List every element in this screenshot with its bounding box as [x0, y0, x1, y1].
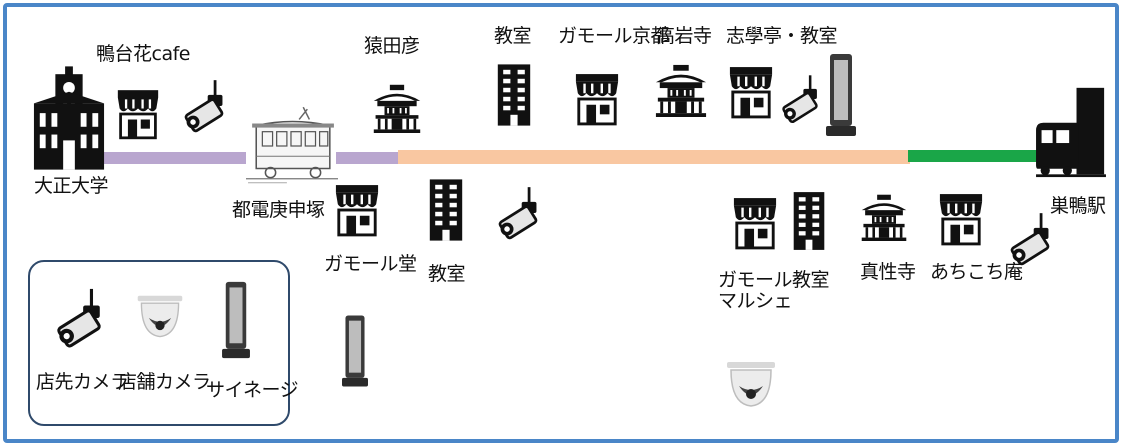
route-segment-purple-2	[336, 152, 398, 164]
label-gamall-do: ガモール堂	[324, 253, 417, 275]
temple-icon-sarutahiko	[372, 82, 422, 134]
label-classroom-2: 教室	[428, 263, 466, 285]
label-gamall-marche: ガモール マルシェ	[718, 269, 793, 312]
diagram-frame	[3, 3, 1119, 443]
label-tram-station: 都電庚申塚	[232, 199, 325, 221]
camera-icon-kamodai	[180, 76, 228, 136]
shop-icon-gamall-do	[334, 182, 380, 238]
legend-signage-icon	[222, 280, 250, 360]
label-achikochi: あちこち庵	[930, 261, 1023, 283]
label-shinshoji: 真性寺	[860, 261, 916, 283]
temple-icon-koganji	[654, 60, 708, 120]
route-segment-purple-1	[104, 152, 246, 164]
building-icon-classroom-1	[496, 58, 532, 132]
label-taisho-univ: 大正大学	[34, 175, 109, 197]
dome-camera-icon-gamall-marche	[720, 358, 782, 414]
label-koganji: 高岩寺	[656, 25, 712, 47]
label-classroom-3: 教室	[792, 269, 830, 291]
building-icon-classroom-3	[792, 186, 826, 256]
shop-icon-achikochi	[938, 192, 984, 246]
legend-label-signage: サイネージ	[206, 379, 299, 401]
route-segment-orange	[398, 150, 910, 164]
shop-icon-kamodai	[116, 88, 160, 140]
signage-icon-gamall-do	[342, 312, 368, 390]
label-kamodai-cafe: 鴨台花cafe	[96, 43, 190, 65]
shop-icon-gamall-kyoto	[574, 70, 620, 128]
legend-dome-camera-icon	[132, 292, 188, 344]
signage-icon-shigakutei	[826, 52, 856, 138]
temple-icon-shinshoji	[860, 190, 908, 244]
tram-icon	[246, 104, 338, 188]
shop-icon-shigakutei	[728, 64, 774, 120]
label-gamall-kyoto: ガモール京都	[558, 25, 670, 47]
legend-camera-store-icon	[52, 282, 106, 354]
camera-icon-classroom-2	[494, 180, 542, 246]
label-sarutahiko: 猿田彦	[364, 35, 420, 57]
legend-label-camera-store: 店先カメラ	[36, 371, 129, 393]
route-segment-green	[908, 150, 1042, 162]
legend-box: 店先カメラ 店舗カメラ サイネージ	[28, 260, 299, 426]
camera-icon-shigakutei	[778, 70, 822, 128]
label-classroom-1: 教室	[494, 25, 532, 47]
label-shigakutei: 志學亭・教室	[726, 25, 838, 47]
train-station-icon	[1034, 86, 1108, 178]
building-icon-classroom-2	[428, 174, 464, 246]
university-icon	[32, 64, 106, 172]
legend-label-camera-inside: 店舗カメラ	[118, 371, 211, 393]
shop-icon-gamall-marche	[732, 196, 778, 250]
label-sugamo-station: 巣鴨駅	[1050, 195, 1106, 217]
